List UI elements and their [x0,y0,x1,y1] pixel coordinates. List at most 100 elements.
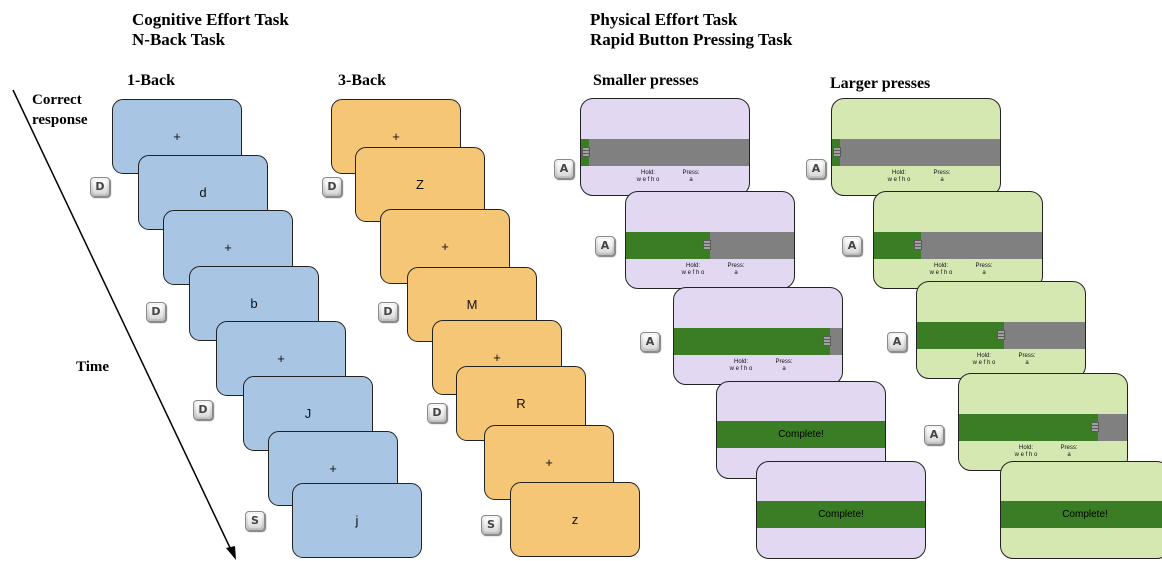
progress-marker-icon [1091,422,1100,432]
hold-keys: w e f h o [729,366,753,372]
press-label: Press: [1060,445,1078,451]
hold-instruction: Hold:w e f h o [678,263,708,277]
press-key: a [1025,360,1029,366]
hold-keys: w e f h o [929,270,953,276]
hold-instruction: Hold:w e f h o [926,263,956,277]
hold-label: Hold: [891,170,906,176]
three-back-label: 3-Back [338,72,386,89]
progress-bar [674,328,842,355]
hold-instruction: Hold:w e f h o [633,170,663,184]
press-instruction: Press:a [972,263,996,277]
hold-label: Hold: [685,263,700,269]
hold-label: Hold: [933,263,948,269]
hold-label: Hold: [640,170,655,176]
smaller-press-card: Hold:w e f h o Press:a [580,98,750,196]
press-key: a [734,270,738,276]
hold-keys: w e f h o [972,360,996,366]
time-label: Time [76,359,110,375]
larger-press-card: Hold:w e f h o Press:a [958,373,1128,471]
hold-instruction: Hold:w e f h o [726,359,756,373]
stimulus-text: J [304,406,312,421]
stimulus-text: + [545,455,553,470]
progress-bar [581,139,749,166]
progress-bar [832,139,1000,166]
cognitive-task-title: Cognitive Effort Task [132,10,289,29]
smaller-press-card: Hold:w e f h o Press:a [625,191,795,289]
key-d-icon: D [427,403,447,423]
physical-task-title: Physical Effort Task [590,10,738,29]
stimulus-text: M [466,297,478,312]
key-a-icon: A [887,332,907,352]
press-instruction: Press:a [724,263,748,277]
cognitive-task-subtitle: N-Back Task [132,30,226,49]
stimulus-text: + [224,240,232,255]
key-d-icon: D [378,302,398,322]
press-key: a [982,270,986,276]
one-back-label: 1-Back [127,72,175,89]
key-a-icon: A [595,236,615,256]
press-instruction: Press:a [1057,445,1081,459]
press-label: Press: [975,263,993,269]
key-a-icon: A [842,236,862,256]
larger-presses-label: Larger presses [830,75,931,92]
progress-marker-icon [582,147,591,157]
progress-marker-icon [703,240,711,250]
stimulus-text: + [392,129,400,144]
complete-banner: Complete! [757,501,925,528]
progress-bar [959,414,1127,441]
progress-marker-icon [914,240,923,250]
stimulus-text: d [199,185,207,200]
press-label: Press: [682,170,700,176]
stimulus-text: + [441,239,449,254]
hold-instruction: Hold:w e f h o [1011,445,1041,459]
press-key: a [1067,452,1071,458]
larger-press-card: Hold:w e f h o Press:a [831,98,1001,196]
larger-press-card: Hold:w e f h o Press:a [916,281,1086,379]
key-a-icon: A [924,425,944,445]
larger-press-card: Complete! [1000,461,1162,559]
press-label: Press: [933,170,951,176]
press-key: a [940,177,944,183]
stimulus-text: z [571,512,579,527]
key-d-icon: D [146,302,166,322]
complete-banner: Complete! [717,421,885,448]
key-s-icon: S [245,511,265,531]
press-instruction: Press:a [679,170,703,184]
progress-fill [626,232,710,259]
press-key: a [782,366,786,372]
press-instruction: Press:a [1015,353,1039,367]
hold-instruction: Hold:w e f h o [969,353,999,367]
larger-press-card: Hold:w e f h o Press:a [873,191,1043,289]
hold-label: Hold: [976,353,991,359]
progress-bar [917,322,1085,349]
key-d-icon: D [193,400,213,420]
press-instruction: Press:a [930,170,954,184]
key-d-icon: D [322,177,342,197]
hold-keys: w e f h o [636,177,660,183]
progress-fill [674,328,831,355]
press-label: Press: [727,263,745,269]
physical-task-subtitle: Rapid Button Pressing Task [590,30,793,49]
stimulus-text: R [516,396,526,411]
progress-bar [874,232,1042,259]
progress-bar [626,232,794,259]
hold-keys: w e f h o [681,270,705,276]
stimulus-text: + [277,351,285,366]
stimulus-text: + [493,350,501,365]
press-key: a [689,177,693,183]
press-label: Press: [775,359,793,365]
stimulus-text: j [355,513,359,528]
key-s-icon: S [481,515,501,535]
progress-marker-icon [823,336,832,346]
smaller-press-card: Hold:w e f h o Press:a [673,287,843,385]
smaller-presses-label: Smaller presses [593,72,699,89]
correct-response-label: Correct response [32,92,88,128]
progress-marker-icon [997,330,1006,340]
key-a-icon: A [554,159,574,179]
one-back-card-8: j [292,483,422,558]
hold-keys: w e f h o [887,177,911,183]
press-label: Press: [1018,353,1036,359]
smaller-press-card: Complete! [756,461,926,559]
stimulus-text: + [173,129,181,144]
